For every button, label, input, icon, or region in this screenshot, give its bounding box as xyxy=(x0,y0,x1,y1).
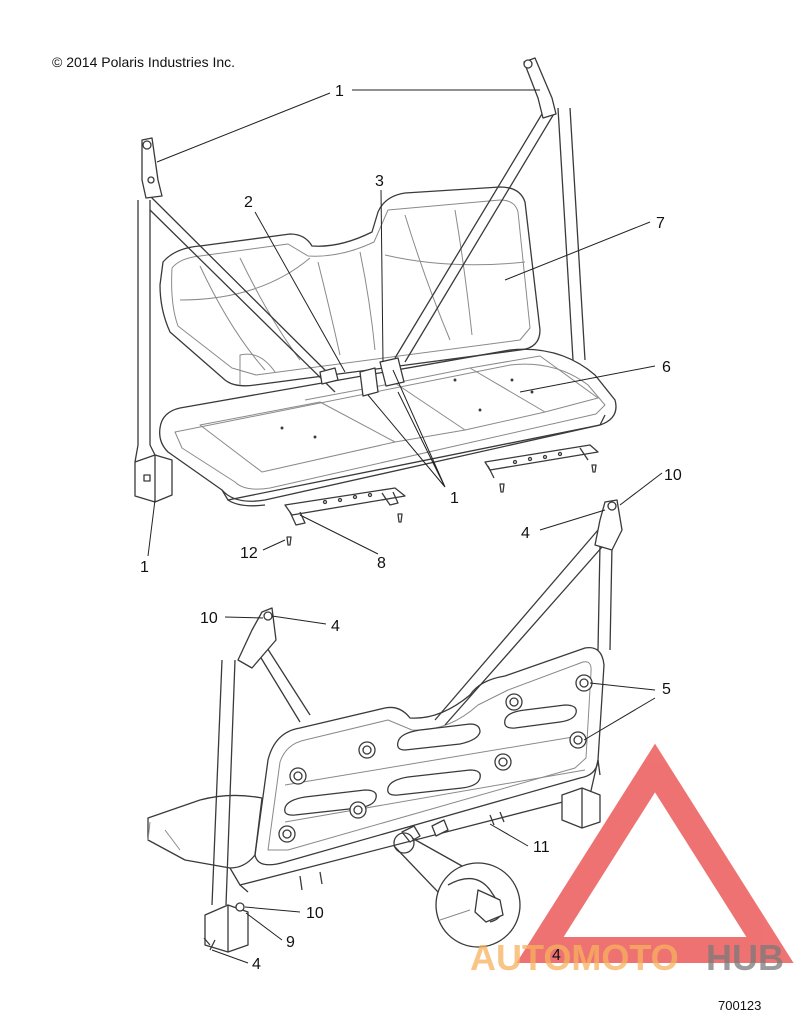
callout-3: 3 xyxy=(375,173,384,190)
callout-2: 2 xyxy=(244,194,253,211)
panel-slot xyxy=(397,723,481,751)
panel-slot xyxy=(284,789,377,816)
backrest-outline xyxy=(159,186,541,387)
screw xyxy=(397,513,403,523)
center-buckle-left xyxy=(359,367,379,397)
callout-6: 6 xyxy=(662,359,671,376)
callout-10-bottom: 10 xyxy=(306,905,324,922)
screw xyxy=(286,536,292,546)
left-belt-strap xyxy=(137,200,151,445)
watermark-logo: AUTOMOTO HUB xyxy=(470,937,784,978)
callout-4-left: 4 xyxy=(331,618,340,635)
right-belt-strap xyxy=(557,107,586,361)
screw xyxy=(499,483,505,493)
left-retractor xyxy=(134,454,173,503)
center-buckle-right xyxy=(379,357,405,387)
panel-slot xyxy=(504,704,577,729)
callout-numbers: 1 2 3 7 6 1 1 8 12 10 4 10 4 5 11 10 9 4… xyxy=(140,83,682,973)
watermark-triangle xyxy=(516,743,794,963)
callout-8: 8 xyxy=(377,555,386,572)
top-seat-assembly xyxy=(134,57,617,546)
watermark-text-part1: AUTOMOTO xyxy=(470,937,679,978)
panel-grommets xyxy=(278,674,593,843)
left-upper-anchor-lower xyxy=(237,607,277,669)
screw xyxy=(591,464,597,473)
bracket-left xyxy=(284,487,406,516)
callout-4-right: 4 xyxy=(521,525,530,542)
callout-11: 11 xyxy=(533,839,550,856)
left-lower-belt-strap xyxy=(211,659,236,906)
diagram-id: 700123 xyxy=(718,998,762,1013)
callout-7: 7 xyxy=(656,215,665,232)
right-upper-anchor-lower xyxy=(594,499,623,551)
callout-1-mid: 1 xyxy=(450,490,459,507)
right-upper-anchor xyxy=(523,57,557,119)
back-panel-outline xyxy=(254,646,605,866)
right-lower-belt-strap xyxy=(597,544,613,651)
callout-1-top: 1 xyxy=(335,83,344,100)
right-lower-retractor xyxy=(561,787,601,829)
callout-4-detail: 4 xyxy=(552,947,561,964)
callout-12: 12 xyxy=(240,545,258,562)
leader-lines xyxy=(147,89,663,964)
left-lower-retractor xyxy=(204,904,249,953)
watermark-text-part2: HUB xyxy=(706,937,784,978)
copyright-notice: © 2014 Polaris Industries Inc. xyxy=(52,54,236,70)
seat-cushion-outline xyxy=(159,348,617,502)
callout-9: 9 xyxy=(286,934,295,951)
panel-slot xyxy=(387,769,481,796)
callout-10-left: 10 xyxy=(200,610,218,627)
bottom-seat-assembly xyxy=(147,499,623,953)
callout-1-left: 1 xyxy=(140,559,149,576)
callout-10-right: 10 xyxy=(664,467,682,484)
seat-tray xyxy=(147,794,263,869)
left-upper-anchor xyxy=(141,137,163,199)
callout-5: 5 xyxy=(662,681,671,698)
callout-4-bottom: 4 xyxy=(252,956,261,973)
